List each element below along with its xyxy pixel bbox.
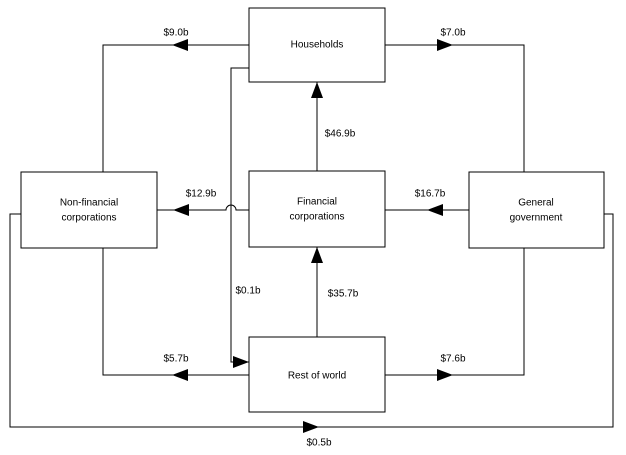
node-label-rest-of-world: Rest of world [288,371,346,382]
arrowhead-hh-to-gov [437,39,453,51]
flow-path-row-to-nonfin [102,248,249,376]
node-label-non-financial-corporations-line2: corporations [61,213,116,224]
node-financial-corporations[interactable] [248,170,386,248]
arrowhead-fin-to-hh [311,82,323,98]
node-label-non-financial-corporations-line1: Non-financial [60,198,118,209]
flow-path-hh-to-gov [385,44,525,172]
flow-label-fin-to-hh: $46.9b [325,129,356,140]
arrowhead-gov-to-fin [427,204,443,216]
flow-label-hh-to-gov: $7.0b [440,28,465,39]
node-non-financial-corporations[interactable] [20,171,158,249]
node-general-government[interactable] [468,171,605,249]
flow-label-hh-to-row: $0.1b [235,286,260,297]
flow-path-hh-to-nonfin [102,44,249,172]
arrowhead-row-to-gov [437,369,453,381]
node-label-financial-corporations-line2: corporations [289,212,344,223]
arrowhead-row-to-fin [311,247,323,263]
flow-label-gov-to-fin: $16.7b [415,189,446,200]
arrowhead-fin-to-nonfin [173,204,189,216]
flow-label-hh-to-nonfin: $9.0b [163,28,188,39]
node-label-financial-corporations-line1: Financial [297,197,337,208]
flow-label-row-to-nonfin: $5.7b [163,354,188,365]
arrowhead-gov-to-nonfin [303,421,319,433]
flow-path-hh-to-row [230,67,249,363]
node-label-general-government-line1: General [518,198,554,209]
flow-label-fin-to-nonfin: $12.9b [186,189,217,200]
arrowhead-row-to-nonfin [172,369,188,381]
node-households[interactable] [248,7,386,83]
arrowhead-hh-to-row [233,356,249,368]
flow-path-fin-to-nonfin [157,204,249,211]
arrowhead-hh-to-nonfin [172,39,188,51]
flow-label-row-to-fin: $35.7b [328,289,359,300]
node-label-general-government-line2: government [510,213,563,224]
node-rest-of-world[interactable] [248,336,386,413]
flow-label-row-to-gov: $7.6b [440,354,465,365]
flow-path-row-to-gov [385,248,525,376]
flow-label-gov-to-nonfin: $0.5b [306,438,331,449]
node-label-households: Households [291,40,344,51]
